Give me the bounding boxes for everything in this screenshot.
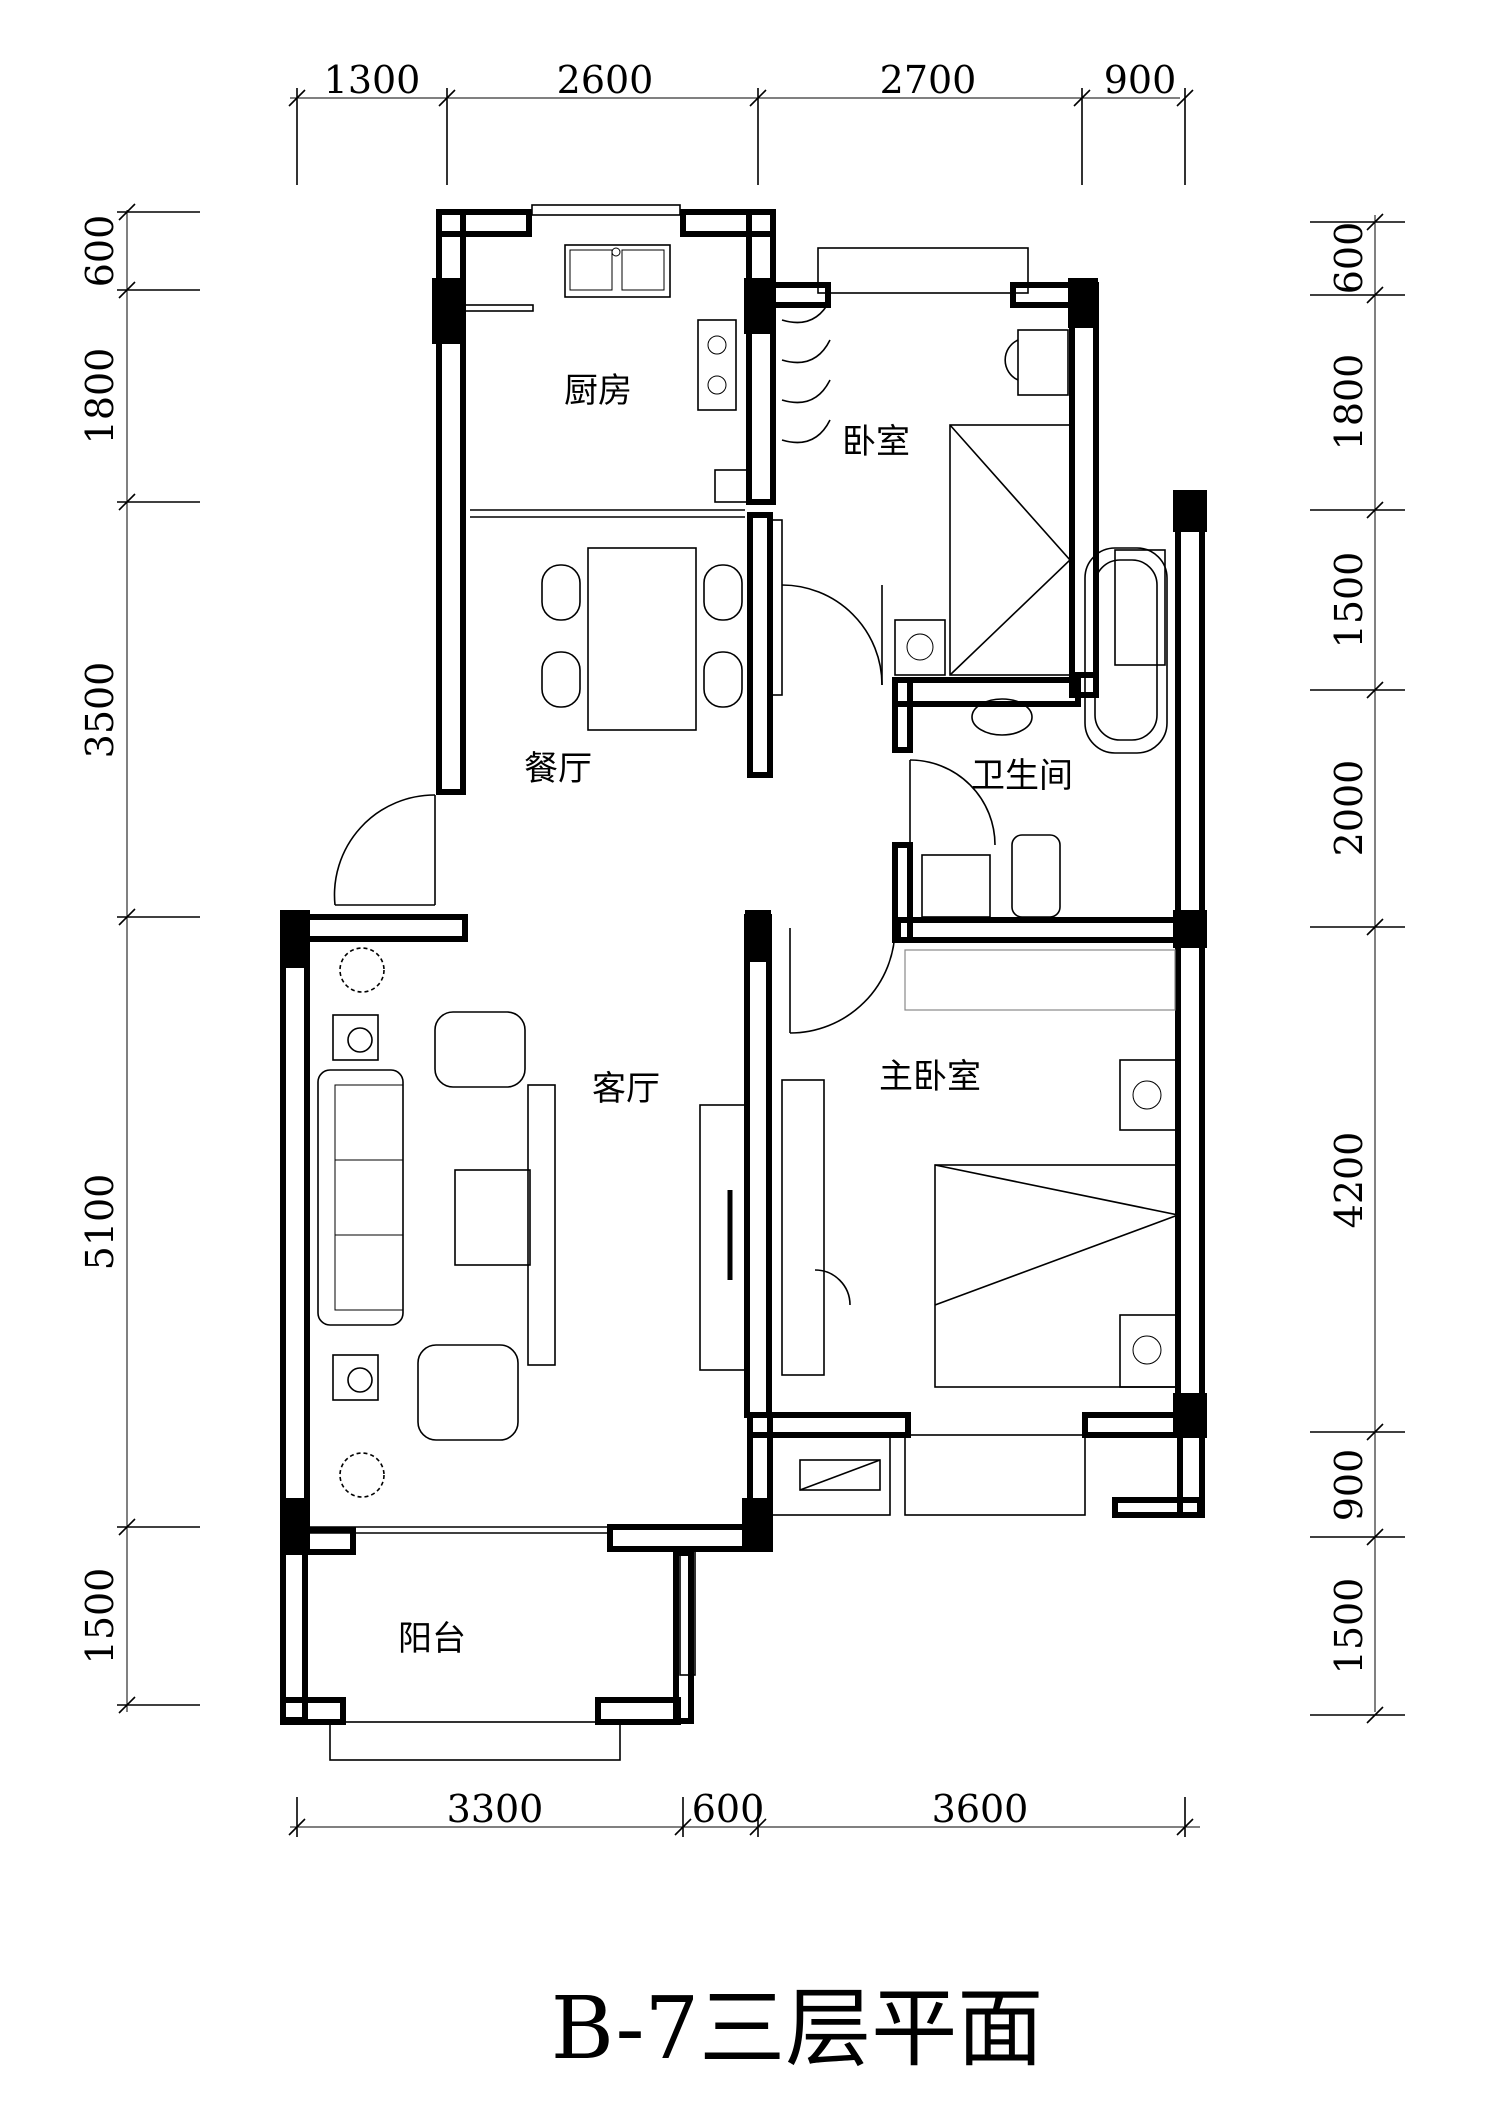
columns — [280, 278, 1207, 1550]
dim-left-5: 1500 — [78, 1568, 122, 1665]
dim-right-1: 600 — [1327, 222, 1371, 295]
room-label-dining: 餐厅 — [524, 749, 592, 789]
page-title: B-7三层平面 — [551, 1979, 1044, 2079]
room-label-kitchen: 厨房 — [564, 371, 632, 411]
dim-bottom-1: 3300 — [447, 1787, 544, 1831]
doors — [310, 509, 1086, 1534]
dim-bottom-2: 600 — [692, 1787, 765, 1831]
dim-right-5: 4200 — [1327, 1132, 1371, 1229]
dim-top-1: 1300 — [324, 58, 421, 102]
room-label-balcony: 阳台 — [398, 1619, 466, 1659]
kitchen-fixtures — [462, 244, 748, 503]
dim-top-4: 900 — [1104, 58, 1177, 102]
master-bedroom-furniture — [781, 949, 1181, 1388]
dimension-lines — [117, 88, 1405, 1837]
dimension-labels-bottom: 3300 600 3600 — [447, 1787, 1029, 1831]
dim-left-4: 5100 — [78, 1174, 122, 1271]
dim-right-3: 1500 — [1327, 552, 1371, 649]
dim-right-7: 1500 — [1327, 1578, 1371, 1675]
dining-table — [541, 547, 743, 731]
dim-right-4: 2000 — [1327, 760, 1371, 857]
dimension-labels-left: 600 1800 3500 5100 1500 — [78, 215, 122, 1665]
bedroom-fixtures — [781, 299, 1072, 676]
dimension-labels-top: 1300 2600 2700 900 — [324, 58, 1177, 102]
bathroom-fixtures — [921, 547, 1168, 918]
room-label-living: 客厅 — [592, 1069, 660, 1109]
room-label-bedroom: 卧室 — [842, 422, 910, 462]
dim-left-3: 3500 — [78, 662, 122, 759]
room-label-bathroom: 卫生间 — [971, 756, 1073, 796]
dim-top-3: 2700 — [880, 58, 977, 102]
dim-right-6: 900 — [1327, 1449, 1371, 1522]
living-furniture — [317, 947, 746, 1498]
dim-left-2: 1800 — [78, 348, 122, 445]
dim-right-2: 1800 — [1327, 354, 1371, 451]
dimension-labels-right: 600 1800 1500 2000 4200 900 1500 — [1327, 222, 1371, 1675]
dim-left-1: 600 — [78, 215, 122, 288]
dim-top-2: 2600 — [557, 58, 654, 102]
dim-bottom-3: 3600 — [932, 1787, 1029, 1831]
room-label-master: 主卧室 — [879, 1057, 981, 1097]
room-labels: 厨房 卧室 餐厅 卫生间 客厅 主卧室 阳台 — [398, 371, 1073, 1659]
